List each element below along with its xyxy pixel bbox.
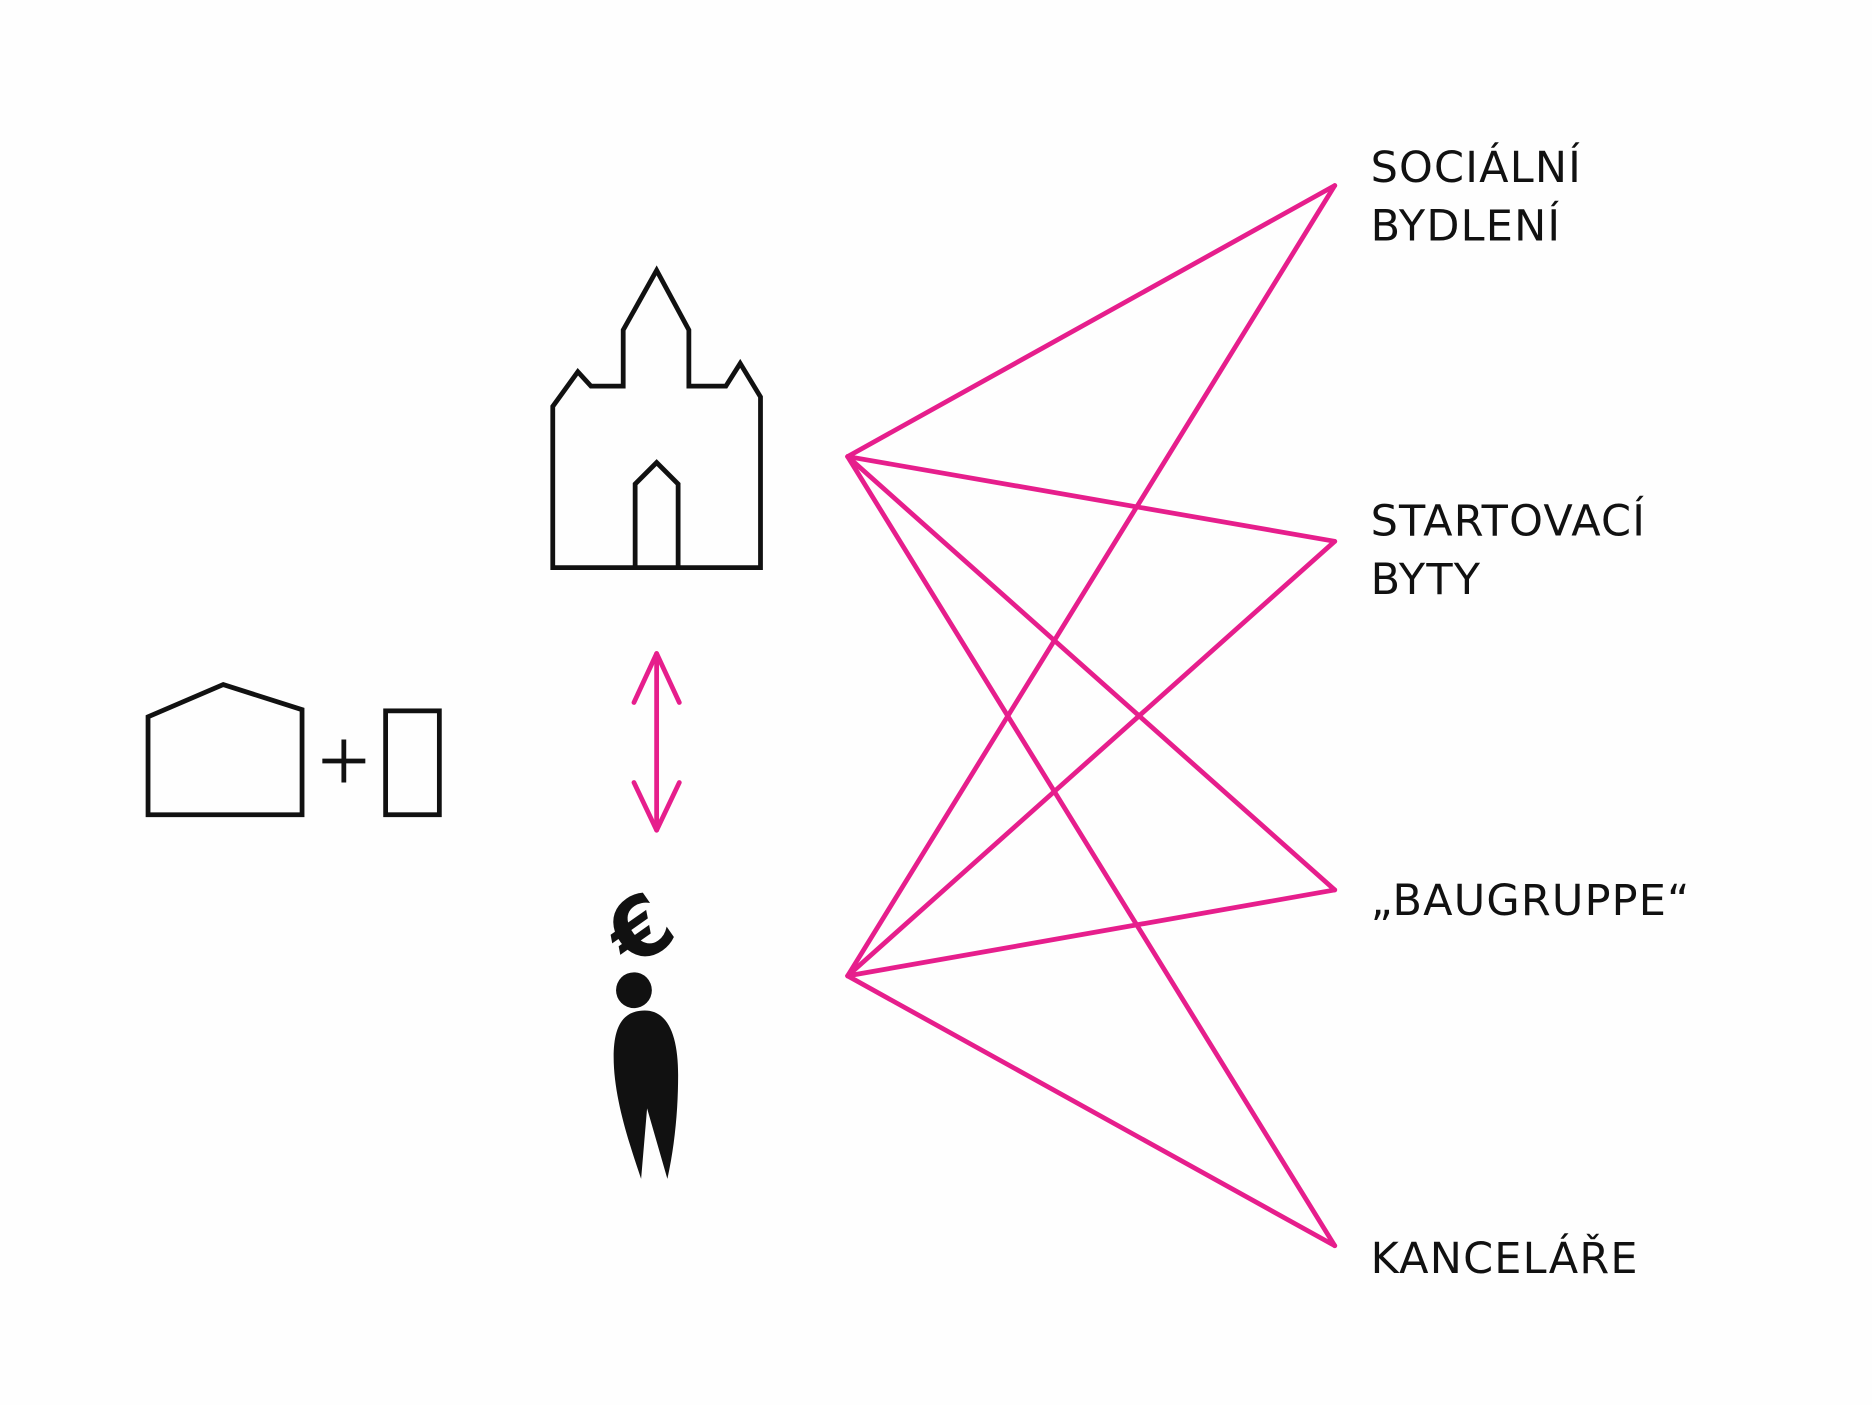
double-arrow-icon — [631, 651, 682, 833]
line-investor-baugruppe — [845, 887, 1338, 979]
label-social-housing-2: BYDLENÍ — [1371, 200, 1562, 251]
euro-icon: € — [586, 873, 691, 988]
plot-rectangle-icon — [383, 708, 442, 818]
label-starter-flats-1: STARTOVACÍ — [1371, 495, 1647, 546]
label-baugruppe: „BAUGRUPPE“ — [1371, 876, 1691, 926]
person-with-euro-icon: € — [586, 873, 692, 1179]
house-icon — [145, 682, 305, 818]
line-investor-offices — [845, 973, 1338, 1249]
connection-lines — [845, 183, 1338, 1249]
line-investor-starter — [845, 538, 1338, 979]
label-social-housing-1: SOCIÁLNÍ — [1371, 142, 1582, 193]
line-city-social — [845, 183, 1338, 459]
plus-icon — [322, 739, 366, 783]
line-city-baugruppe — [845, 454, 1338, 893]
line-investor-social — [845, 183, 1338, 979]
line-city-offices — [845, 454, 1338, 1249]
line-city-starter — [845, 454, 1338, 544]
church-icon — [550, 265, 763, 570]
label-offices: KANCELÁŘE — [1371, 1233, 1639, 1284]
label-starter-flats-2: BYTY — [1371, 555, 1482, 605]
